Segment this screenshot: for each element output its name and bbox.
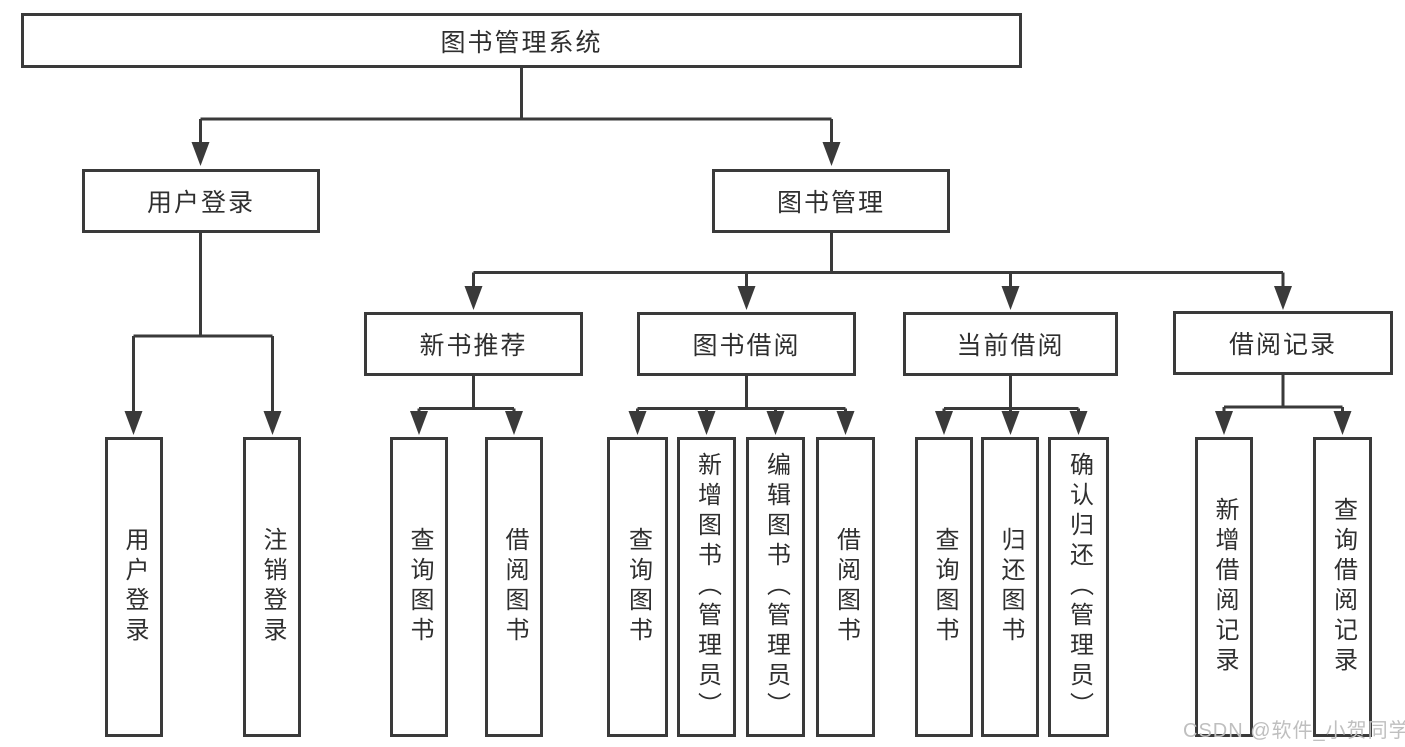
arrowheads — [124, 142, 1352, 435]
node-label: 用户登录 — [146, 189, 255, 217]
node-user-login: 用户登录 — [82, 169, 320, 233]
leaf-user-login: 用户登录 — [105, 437, 163, 737]
node-current-borrowing: 当前借阅 — [903, 312, 1118, 376]
node-label: 图书管理 — [776, 189, 885, 217]
node-label: 查询图书 — [931, 527, 958, 647]
node-label: 查询图书 — [624, 527, 652, 647]
node-borrow-records: 借阅记录 — [1173, 311, 1393, 375]
node-label: 借阅图书 — [832, 527, 860, 647]
node-label: 借阅记录 — [1228, 331, 1337, 359]
node-new-book-recommend: 新书推荐 — [364, 312, 583, 376]
leaf-borrow-books: 借阅图书 — [816, 437, 875, 737]
node-label: 借阅图书 — [501, 527, 528, 647]
node-book-management: 图书管理 — [712, 169, 950, 233]
leaf-borrow-books: 借阅图书 — [485, 437, 543, 737]
node-label: 图书管理系统 — [440, 28, 603, 57]
leaf-edit-books-admin: 编辑图书（管理员） — [746, 437, 805, 737]
node-label: 查询图书 — [406, 527, 433, 647]
leaf-confirm-return-admin: 确认归还（管理员） — [1048, 437, 1109, 737]
node-label: 编辑图书（管理员） — [762, 452, 790, 722]
leaf-query-books: 查询图书 — [607, 437, 668, 737]
node-label: 新增图书（管理员） — [693, 452, 721, 722]
node-label: 确认归还（管理员） — [1065, 452, 1093, 722]
leaf-query-books: 查询图书 — [390, 437, 448, 737]
leaf-add-borrow-record: 新增借阅记录 — [1195, 437, 1253, 737]
node-label: 当前借阅 — [956, 332, 1065, 360]
node-label: 用户登录 — [121, 527, 148, 647]
node-label: 查询借阅记录 — [1329, 497, 1357, 677]
leaf-query-borrow-record: 查询借阅记录 — [1313, 437, 1372, 737]
leaf-add-books-admin: 新增图书（管理员） — [677, 437, 736, 737]
node-label: 新增借阅记录 — [1211, 497, 1238, 677]
leaf-query-books: 查询图书 — [915, 437, 973, 737]
csdn-watermark: CSDN @软件_小贺同学 — [1183, 720, 1405, 742]
node-label: 新书推荐 — [419, 332, 528, 360]
node-label: 图书借阅 — [692, 332, 801, 360]
connector-paths — [132, 68, 1344, 420]
leaf-logout: 注销登录 — [243, 437, 301, 737]
node-label: 注销登录 — [259, 527, 286, 647]
node-library-management-system: 图书管理系统 — [21, 13, 1022, 68]
leaf-return-books: 归还图书 — [981, 437, 1039, 737]
node-book-borrowing: 图书借阅 — [637, 312, 856, 376]
node-label: 归还图书 — [997, 527, 1024, 647]
